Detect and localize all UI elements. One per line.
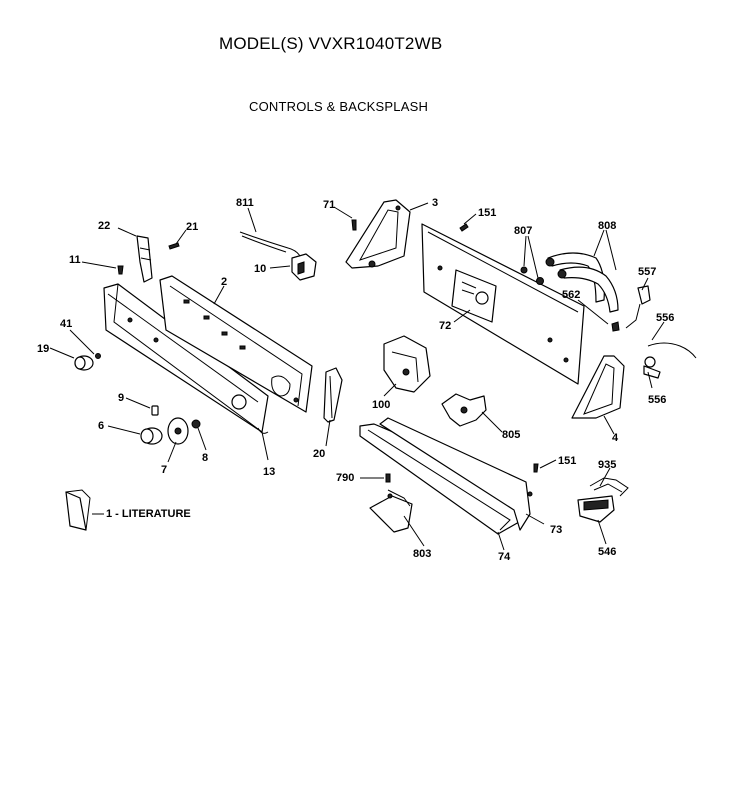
- callout-811: 811: [236, 197, 254, 209]
- part-7-dial: [167, 417, 189, 445]
- part-72-backsplash: [421, 223, 585, 385]
- callout-20: 20: [313, 448, 325, 460]
- callout-11: 11: [69, 254, 81, 266]
- part-9-clip: [151, 405, 159, 416]
- part-4-end-cap: [571, 355, 625, 419]
- callout-3: 3: [432, 197, 438, 209]
- part-100-timer: [383, 335, 431, 393]
- part-808-hoses: [545, 252, 619, 313]
- callout-100: 100: [372, 399, 390, 411]
- part-71-screw: [351, 219, 357, 231]
- part-19-knob: [74, 355, 94, 371]
- callout-557: 557: [638, 266, 656, 278]
- callout-807: 807: [514, 225, 532, 237]
- part-2-inner-panel: [159, 275, 313, 413]
- callout-21: 21: [186, 221, 198, 233]
- part-556-sensors: [643, 342, 697, 379]
- part-807-grommets: [520, 266, 544, 285]
- callout-935: 935: [598, 459, 616, 471]
- callout-803: 803: [413, 548, 431, 560]
- literature-label: 1 - LITERATURE: [106, 508, 191, 520]
- callout-151-lower: 151: [558, 455, 576, 467]
- part-8-knob: [191, 419, 201, 429]
- part-562-clip: [611, 321, 620, 332]
- part-13-control-panel: [103, 283, 269, 434]
- callout-72: 72: [439, 320, 451, 332]
- callout-19: 19: [37, 343, 49, 355]
- callout-546: 546: [598, 546, 616, 558]
- callout-8: 8: [202, 452, 208, 464]
- callout-556-lower: 556: [648, 394, 666, 406]
- callout-790: 790: [336, 472, 354, 484]
- callout-4: 4: [612, 432, 619, 444]
- callout-2: 2: [221, 276, 227, 288]
- part-935-harness: [589, 477, 629, 497]
- callout-805: 805: [502, 429, 520, 441]
- callout-41: 41: [60, 318, 72, 330]
- part-790-screw: [385, 473, 391, 483]
- callout-562: 562: [562, 289, 580, 301]
- part-805-fan: [441, 393, 487, 427]
- callout-13: 13: [263, 466, 275, 478]
- part-41-spring: [95, 353, 101, 359]
- callout-808: 808: [598, 220, 616, 232]
- callout-6: 6: [98, 420, 104, 432]
- part-10-switch: [291, 253, 317, 281]
- callout-22: 22: [98, 220, 110, 232]
- literature-icon: [65, 489, 91, 531]
- part-20-bracket: [323, 367, 343, 423]
- callout-151-upper: 151: [478, 207, 496, 219]
- part-557-valve: [625, 285, 651, 329]
- callout-74: 74: [498, 551, 511, 563]
- part-21-screw: [168, 242, 180, 250]
- part-73-cover: [379, 417, 533, 531]
- part-151-screw-upper: [459, 223, 469, 232]
- part-22-bracket: [136, 235, 153, 283]
- callout-556-upper: 556: [656, 312, 674, 324]
- part-803-bracket: [369, 489, 413, 533]
- callout-9: 9: [118, 392, 124, 404]
- callout-71: 71: [323, 199, 335, 211]
- part-546-terminal-block: [577, 495, 615, 523]
- part-6-knob: [140, 427, 163, 445]
- callout-7: 7: [161, 464, 167, 476]
- callout-10: 10: [254, 263, 266, 275]
- part-3-end-cap: [345, 199, 411, 269]
- part-811-harness: [239, 231, 301, 257]
- callout-labels: 811 71 3 151 807 808 22 21 11 10 2 557 5…: [37, 197, 674, 563]
- part-11-screw: [117, 265, 124, 275]
- leader-lines: [49, 202, 665, 551]
- callout-73: 73: [550, 524, 562, 536]
- part-151-screw-lower: [533, 463, 539, 473]
- diagram-title: MODEL(S) VVXR1040T2WB: [219, 34, 443, 53]
- section-title: CONTROLS & BACKSPLASH: [249, 99, 429, 114]
